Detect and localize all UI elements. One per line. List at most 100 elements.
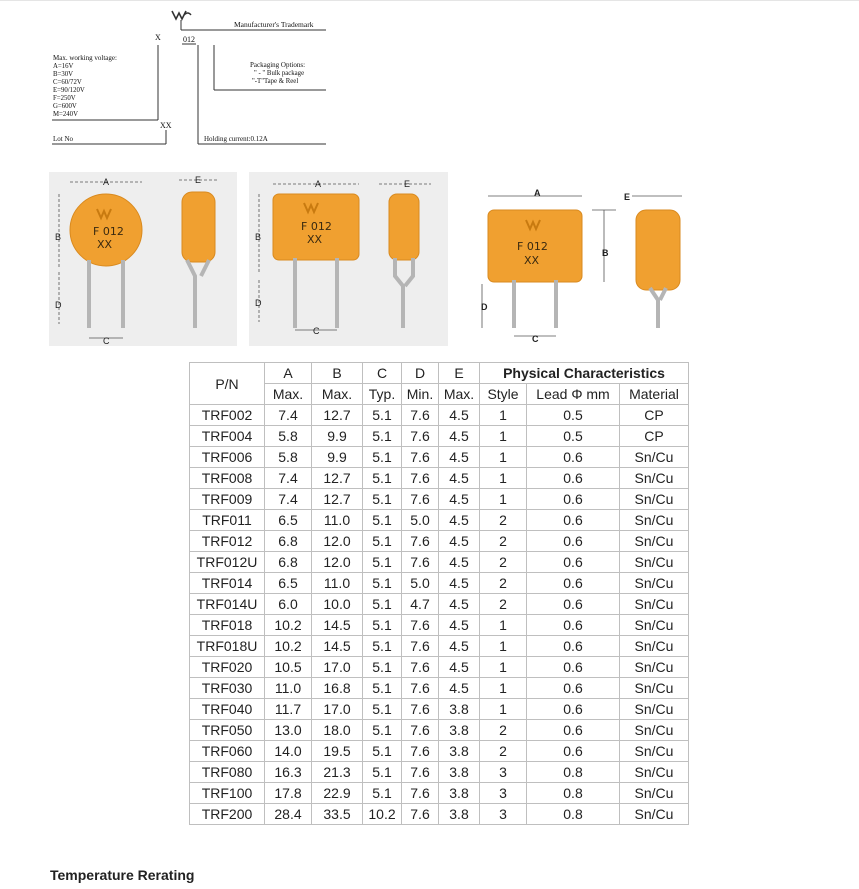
- device-body: [69, 193, 143, 267]
- cell-lead-diameter: 0.6: [526, 467, 620, 489]
- cell-dim-b: 11.0: [311, 572, 363, 594]
- dim-label-a: A: [534, 188, 541, 198]
- dim-label-a: A: [103, 177, 109, 187]
- specification-table: P/N A B C D E Physical Characteristics M…: [189, 362, 689, 825]
- cell-part-number: TRF018U: [189, 635, 265, 657]
- cell-dim-b: 18.0: [311, 719, 363, 741]
- voltage-option: C=60/72V: [53, 79, 82, 86]
- cell-dim-a: 13.0: [264, 719, 312, 741]
- cell-dim-c: 5.1: [362, 488, 402, 510]
- cell-lead-diameter: 0.8: [526, 782, 620, 804]
- cell-dim-b: 12.7: [311, 467, 363, 489]
- cell-dim-b: 14.5: [311, 635, 363, 657]
- cell-material: Sn/Cu: [619, 635, 689, 657]
- cell-dim-d: 4.7: [401, 593, 439, 615]
- packaging-title: Packaging Options:: [250, 61, 305, 69]
- cell-part-number: TRF012U: [189, 551, 265, 573]
- cell-dim-c: 5.1: [362, 467, 402, 489]
- cell-lead-diameter: 0.5: [526, 404, 620, 426]
- device-photo-style-2: A F 012 XX B D C E: [249, 172, 448, 346]
- cell-dim-b: 16.8: [311, 677, 363, 699]
- header-physical-characteristics: Physical Characteristics: [479, 362, 689, 384]
- cell-dim-c: 5.1: [362, 635, 402, 657]
- cell-part-number: TRF006: [189, 446, 265, 468]
- cell-dim-a: 7.4: [264, 488, 312, 510]
- cell-dim-e: 3.8: [438, 719, 480, 741]
- cell-dim-a: 6.5: [264, 572, 312, 594]
- cell-dim-a: 11.7: [264, 698, 312, 720]
- cell-dim-e: 4.5: [438, 425, 480, 447]
- voltage-title: Max. working voltage:: [53, 54, 117, 62]
- cell-dim-c: 5.1: [362, 446, 402, 468]
- cell-lead-diameter: 0.6: [526, 551, 620, 573]
- cell-material: Sn/Cu: [619, 446, 689, 468]
- dim-label-d: D: [481, 302, 488, 312]
- cell-part-number: TRF080: [189, 761, 265, 783]
- cell-style: 1: [479, 467, 527, 489]
- cell-dim-e: 4.5: [438, 593, 480, 615]
- cell-dim-d: 5.0: [401, 509, 439, 531]
- voltage-option: A=16V: [53, 63, 74, 70]
- cell-part-number: TRF014U: [189, 593, 265, 615]
- device-marking-line2: XX: [97, 238, 113, 251]
- header-pn: P/N: [189, 362, 265, 405]
- device-photo-style-1: A F 012 XX B D C E: [49, 172, 237, 346]
- cell-style: 2: [479, 530, 527, 552]
- voltage-option: E=90/120V: [53, 87, 85, 94]
- cell-dim-b: 12.0: [311, 530, 363, 552]
- cell-dim-c: 10.2: [362, 803, 402, 825]
- cell-part-number: TRF030: [189, 677, 265, 699]
- device-marking-line1: F 012: [517, 240, 548, 253]
- subheader-c: Typ.: [362, 383, 402, 405]
- cell-style: 2: [479, 593, 527, 615]
- cell-dim-e: 4.5: [438, 509, 480, 531]
- cell-material: Sn/Cu: [619, 593, 689, 615]
- cell-dim-a: 17.8: [264, 782, 312, 804]
- section-heading-temperature-rerating: Temperature Rerating: [50, 867, 195, 883]
- cell-dim-b: 9.9: [311, 446, 363, 468]
- cell-style: 1: [479, 635, 527, 657]
- cell-dim-d: 7.6: [401, 467, 439, 489]
- cell-style: 2: [479, 551, 527, 573]
- cell-dim-a: 28.4: [264, 803, 312, 825]
- cell-lead-diameter: 0.6: [526, 677, 620, 699]
- cell-material: Sn/Cu: [619, 614, 689, 636]
- cell-dim-d: 7.6: [401, 698, 439, 720]
- device-logo-icon: [303, 202, 319, 215]
- device-logo-icon: [96, 208, 112, 221]
- cell-dim-c: 5.1: [362, 656, 402, 678]
- cell-dim-a: 6.5: [264, 509, 312, 531]
- cell-material: Sn/Cu: [619, 530, 689, 552]
- cell-dim-d: 7.6: [401, 761, 439, 783]
- cell-dim-e: 3.8: [438, 782, 480, 804]
- cell-dim-e: 4.5: [438, 677, 480, 699]
- cell-lead-diameter: 0.8: [526, 761, 620, 783]
- device-marking-line2: XX: [524, 254, 540, 267]
- cell-lead-diameter: 0.6: [526, 698, 620, 720]
- cell-style: 2: [479, 572, 527, 594]
- cell-style: 3: [479, 803, 527, 825]
- cell-lead-diameter: 0.6: [526, 488, 620, 510]
- manufacturer-logo: [171, 10, 192, 21]
- cell-style: 3: [479, 761, 527, 783]
- cell-dim-d: 7.6: [401, 719, 439, 741]
- cell-style: 2: [479, 719, 527, 741]
- table-header-row: P/N A B C D E Physical Characteristics: [189, 362, 689, 405]
- cell-material: Sn/Cu: [619, 719, 689, 741]
- cell-material: Sn/Cu: [619, 488, 689, 510]
- cell-dim-e: 4.5: [438, 446, 480, 468]
- cell-lead-diameter: 0.6: [526, 530, 620, 552]
- cell-part-number: TRF002: [189, 404, 265, 426]
- cell-style: 1: [479, 614, 527, 636]
- cell-material: Sn/Cu: [619, 740, 689, 762]
- cell-dim-a: 6.8: [264, 530, 312, 552]
- cell-dim-e: 4.5: [438, 467, 480, 489]
- dim-label-a: A: [315, 179, 321, 189]
- cell-dim-a: 6.8: [264, 551, 312, 573]
- cell-dim-c: 5.1: [362, 698, 402, 720]
- cell-part-number: TRF040: [189, 698, 265, 720]
